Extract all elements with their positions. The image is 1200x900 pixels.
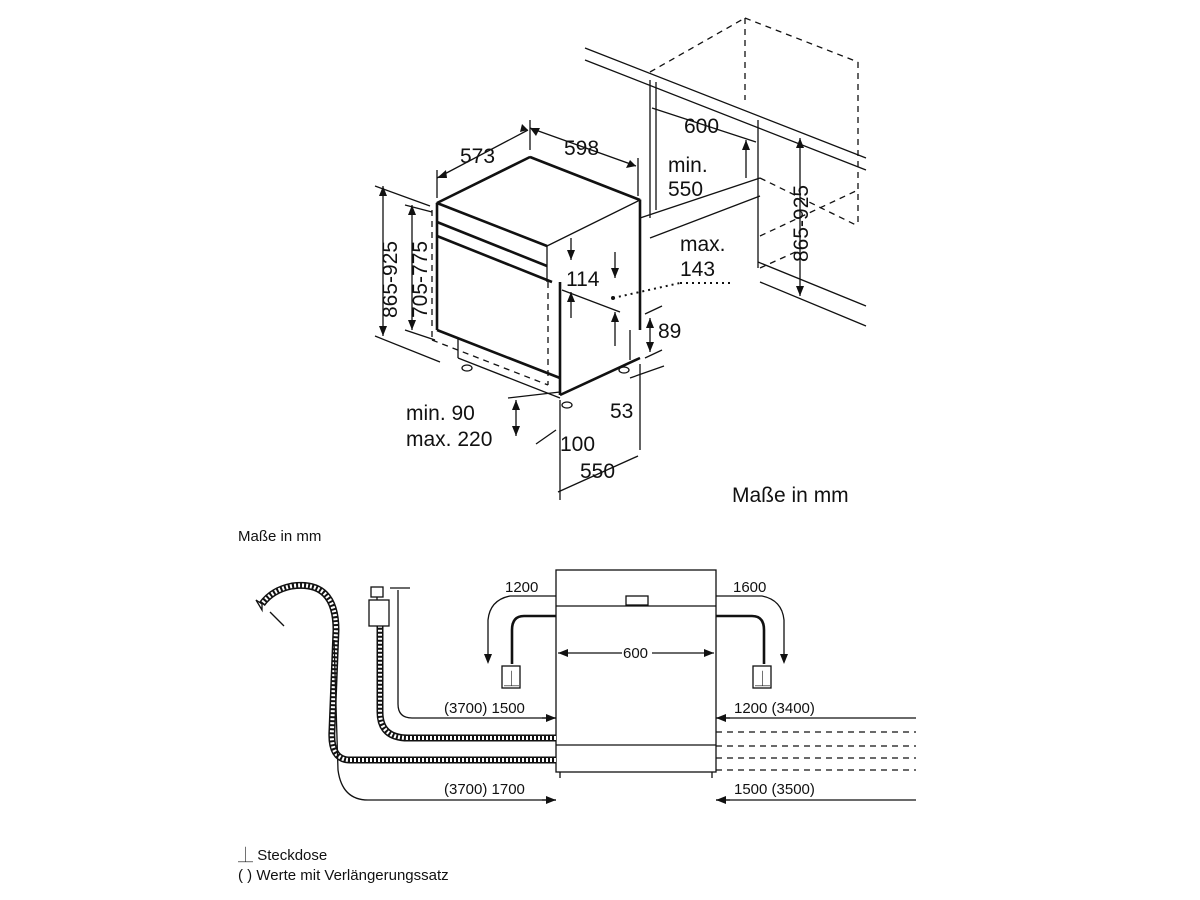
dim-min-label: min. xyxy=(668,154,708,177)
dim-865-925-right: 865-925 xyxy=(790,185,813,262)
power-cables: ⏊ ⏊ xyxy=(501,614,772,689)
top-units-label: Maße in mm xyxy=(732,484,849,507)
cabinet-niche xyxy=(584,17,867,327)
dim-max-label: max. xyxy=(680,233,726,256)
extension-symbol: ( ) xyxy=(238,867,253,884)
dim-inlet-left: (3700) 1500 xyxy=(444,700,525,717)
dim-min-90: min. 90 xyxy=(406,402,475,425)
dim-100: 100 xyxy=(560,433,595,456)
socket-icon-left: ⏊ xyxy=(504,670,519,688)
dim-drain-right: 1500 (3500) xyxy=(734,781,815,798)
dim-705-775: 705-775 xyxy=(409,241,432,318)
bottom-arrowheads xyxy=(484,649,788,804)
bottom-units-label: Maße in mm xyxy=(238,528,321,545)
dim-53: 53 xyxy=(610,400,633,423)
socket-label: Steckdose xyxy=(257,847,328,864)
top-arrowheads xyxy=(379,124,804,436)
dishwasher-front xyxy=(555,569,717,778)
top-dimension-labels: 598 573 865-925 705-775 114 89 53 min. 9… xyxy=(379,115,813,483)
socket-icon-right: ⏊ xyxy=(755,670,770,688)
dim-1600-cable: 1600 xyxy=(733,579,766,596)
dishwasher-body xyxy=(431,155,642,409)
dim-550-bottom: 550 xyxy=(580,460,615,483)
socket-icon: ⏊ xyxy=(238,847,254,864)
dim-114: 114 xyxy=(566,268,600,291)
dim-max-143: 143 xyxy=(680,258,715,281)
hoses xyxy=(255,581,556,801)
dim-1200-cable: 1200 xyxy=(505,579,538,596)
dim-600-niche: 600 xyxy=(684,115,719,138)
bottom-dimension-labels: 1200 1600 600 (3700) 1500 (3700) 1700 12… xyxy=(444,579,815,798)
dim-600-width: 600 xyxy=(623,645,648,662)
dim-598: 598 xyxy=(564,137,599,160)
extension-label: Werte mit Verlängerungssatz xyxy=(256,867,449,884)
legend-extension: ( ) Werte mit Verlängerungssatz xyxy=(238,866,449,886)
dim-drain-left: (3700) 1700 xyxy=(444,781,525,798)
dim-inlet-right: 1200 (3400) xyxy=(734,700,815,717)
dim-573: 573 xyxy=(460,145,495,168)
right-side-lines xyxy=(716,717,916,801)
legend-socket: ⏊ Steckdose xyxy=(238,846,327,866)
top-dimension-lines xyxy=(374,107,801,500)
dim-min-550: 550 xyxy=(668,178,703,201)
dim-max-220: max. 220 xyxy=(406,428,492,451)
dim-865-925-left: 865-925 xyxy=(379,241,402,318)
dim-89: 89 xyxy=(658,320,681,343)
